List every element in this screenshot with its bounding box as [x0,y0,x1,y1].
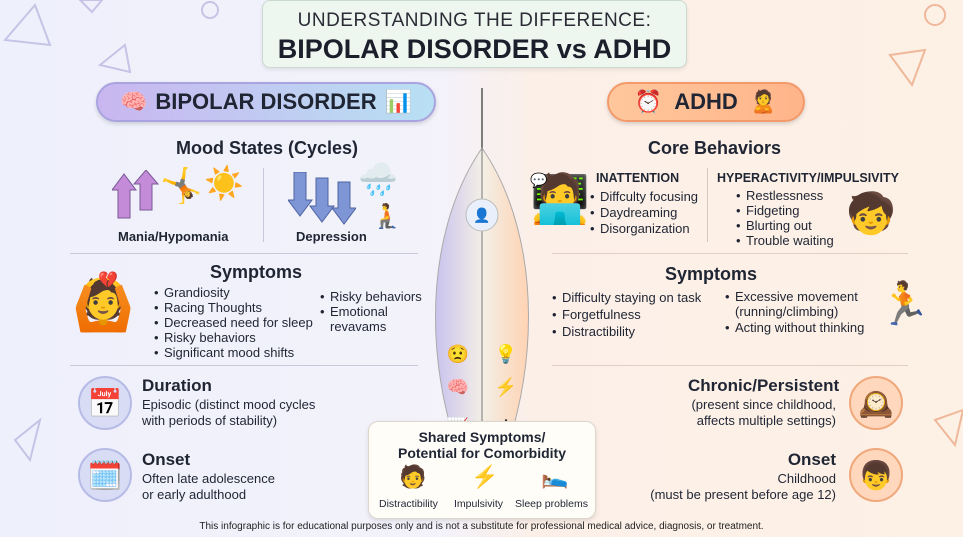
shared-title-1: Shared Symptoms/ [418,429,546,445]
page-title: BIPOLAR DISORDER vs ADHD [277,34,672,64]
list-item: Significant mood shifts [154,345,313,360]
list-item: Disorganization [590,221,698,237]
clock-icon: ⏰ [634,89,663,114]
list-item: Daydreaming [590,205,698,221]
hyperactivity-list: Restlessness Fidgeting Blurting out Trou… [736,188,834,248]
list-item: Emotional revavams [320,304,415,334]
core-behaviors-title: Core Behaviors [648,138,782,158]
bipolar-header-pill: 🧠 BIPOLAR DISORDER 📊 [96,82,436,122]
adhd-symptoms-list: Difficulty staying on task Forgetfulness… [552,289,701,340]
bipolar-header: BIPOLAR DISORDER [155,89,377,114]
title-banner: UNDERSTANDING THE DIFFERENCE: BIPOLAR DI… [262,0,687,68]
list-item: Trouble waiting [736,233,834,248]
adhd-onset-title: Onset [787,450,836,469]
list-item: Fidgeting [736,203,834,218]
list-item: Forgetfulness [552,306,701,323]
list-item: Restlessness [736,188,834,203]
student-at-desk-icon: 🧑‍💻 [530,173,590,226]
distracted-person-icon: 🧑 [399,464,427,489]
adhd-header-pill: ⏰ ADHD 🙎 [607,82,805,122]
sun-icon: ☀️ [204,165,244,201]
calendar-icon: 📅 [78,376,132,430]
thinking-person-icon: 🙎 [749,89,778,114]
clock-icon: 🕰️ [849,376,903,430]
title-subtitle: UNDERSTANDING THE DIFFERENCE: [297,10,652,31]
bipolar-symptoms-title: Symptoms [210,262,303,282]
lightning-icon: ⚡ [471,464,499,489]
svg-text:💡: 💡 [495,343,517,364]
chart-icon: 📊 [384,89,413,114]
list-item: Risky behaviors [320,289,422,304]
depression-label: Depression [296,229,367,244]
section-divider [552,253,908,254]
svg-text:👤: 👤 [473,207,490,224]
sad-person-icon: 🧎 [372,203,402,230]
stressed-person-icon: 🙆 [72,277,135,333]
shared-title-2: Potential for Comorbidity [398,445,566,461]
list-item: Diffculty focusing [590,189,698,205]
speech-bubble-icon: 💬 [530,172,548,188]
adhd-symptoms-title: Symptoms [665,264,758,284]
jumping-person-icon: 🤸 [160,167,203,205]
mood-states-title: Mood States (Cycles) [176,138,359,158]
hyperactivity-title: HYPERACTIVITY/IMPULSIVITY [717,171,899,185]
section-divider [552,365,908,366]
core-divider [707,168,708,242]
brain-icon: 🧠 [119,89,148,114]
list-item: Risky behaviors [154,330,313,345]
up-arrows-icon [112,170,160,219]
chronic-text-2: affects multiple settings) [696,413,836,428]
bipolar-symptoms-list-2: Risky behaviors Emotional revavams [320,289,422,334]
adhd-symptom-continuation: (running/climbing) [735,304,839,319]
inattention-list: Diffculty focusing Daydreaming Disorgani… [590,189,698,237]
child-face-icon: 👦 [849,448,903,502]
sleep-bed-icon: 🛌 [541,464,569,489]
calendar-clock-icon: 🗓️ [78,448,132,502]
svg-text:🧠: 🧠 [447,377,469,397]
bipolar-onset-text-1: Often late adolescence [142,471,275,486]
section-divider [70,253,418,254]
section-divider [70,365,418,366]
mood-divider [263,168,264,242]
shared-item: Distractibility [379,498,438,510]
list-item: Decreased need for sleep [154,315,313,330]
rain-cloud-icon: 🌧️ [358,161,398,197]
down-arrows-icon [288,172,356,225]
adhd-symptoms-list-2: Excessive movement [725,289,858,304]
chronic-text-1: (present since childhood, [691,397,836,412]
duration-text-1: Episodic (distinct mood cycles [142,397,316,412]
duration-title: Duration [142,376,212,395]
list-item: Acting without thinking [725,320,864,335]
adhd-onset-text-2: (must be present before age 12) [650,487,836,502]
bipolar-symptoms-list: Grandiosity Racing Thoughts Decreased ne… [154,285,313,360]
adhd-onset-text-1: Childhood [777,471,836,486]
adhd-symptoms-list-3: Acting without thinking [725,320,864,335]
svg-text:😟: 😟 [447,344,469,364]
shared-symptoms-box: Shared Symptoms/ Potential for Comorbidi… [368,421,596,519]
broken-heart-icon: 💔 [98,272,118,289]
list-item: Distractibility [552,323,701,340]
mania-label: Mania/Hypomania [118,229,229,244]
duration-text-2: with periods of stability) [142,413,278,428]
fidgeting-child-icon: 🧒 [846,192,896,236]
list-item: Grandiosity [154,285,313,300]
shared-item: Impulsivity [454,498,504,510]
disclaimer: This infographic is for educational purp… [199,521,764,532]
list-item: Racing Thoughts [154,300,313,315]
list-item: Difficulty staying on task [552,289,701,306]
svg-text:⚡: ⚡ [495,376,517,398]
inattention-title: INATTENTION [596,171,680,185]
list-item: Blurting out [736,218,834,233]
chronic-title: Chronic/Persistent [688,376,840,395]
bipolar-onset-text-2: or early adulthood [142,487,247,502]
adhd-header: ADHD [674,89,738,114]
bipolar-onset-title: Onset [142,450,191,469]
list-item: Excessive movement [725,289,858,304]
shared-item: Sleep problems [515,498,588,510]
running-person-icon: 🏃 [878,280,931,327]
